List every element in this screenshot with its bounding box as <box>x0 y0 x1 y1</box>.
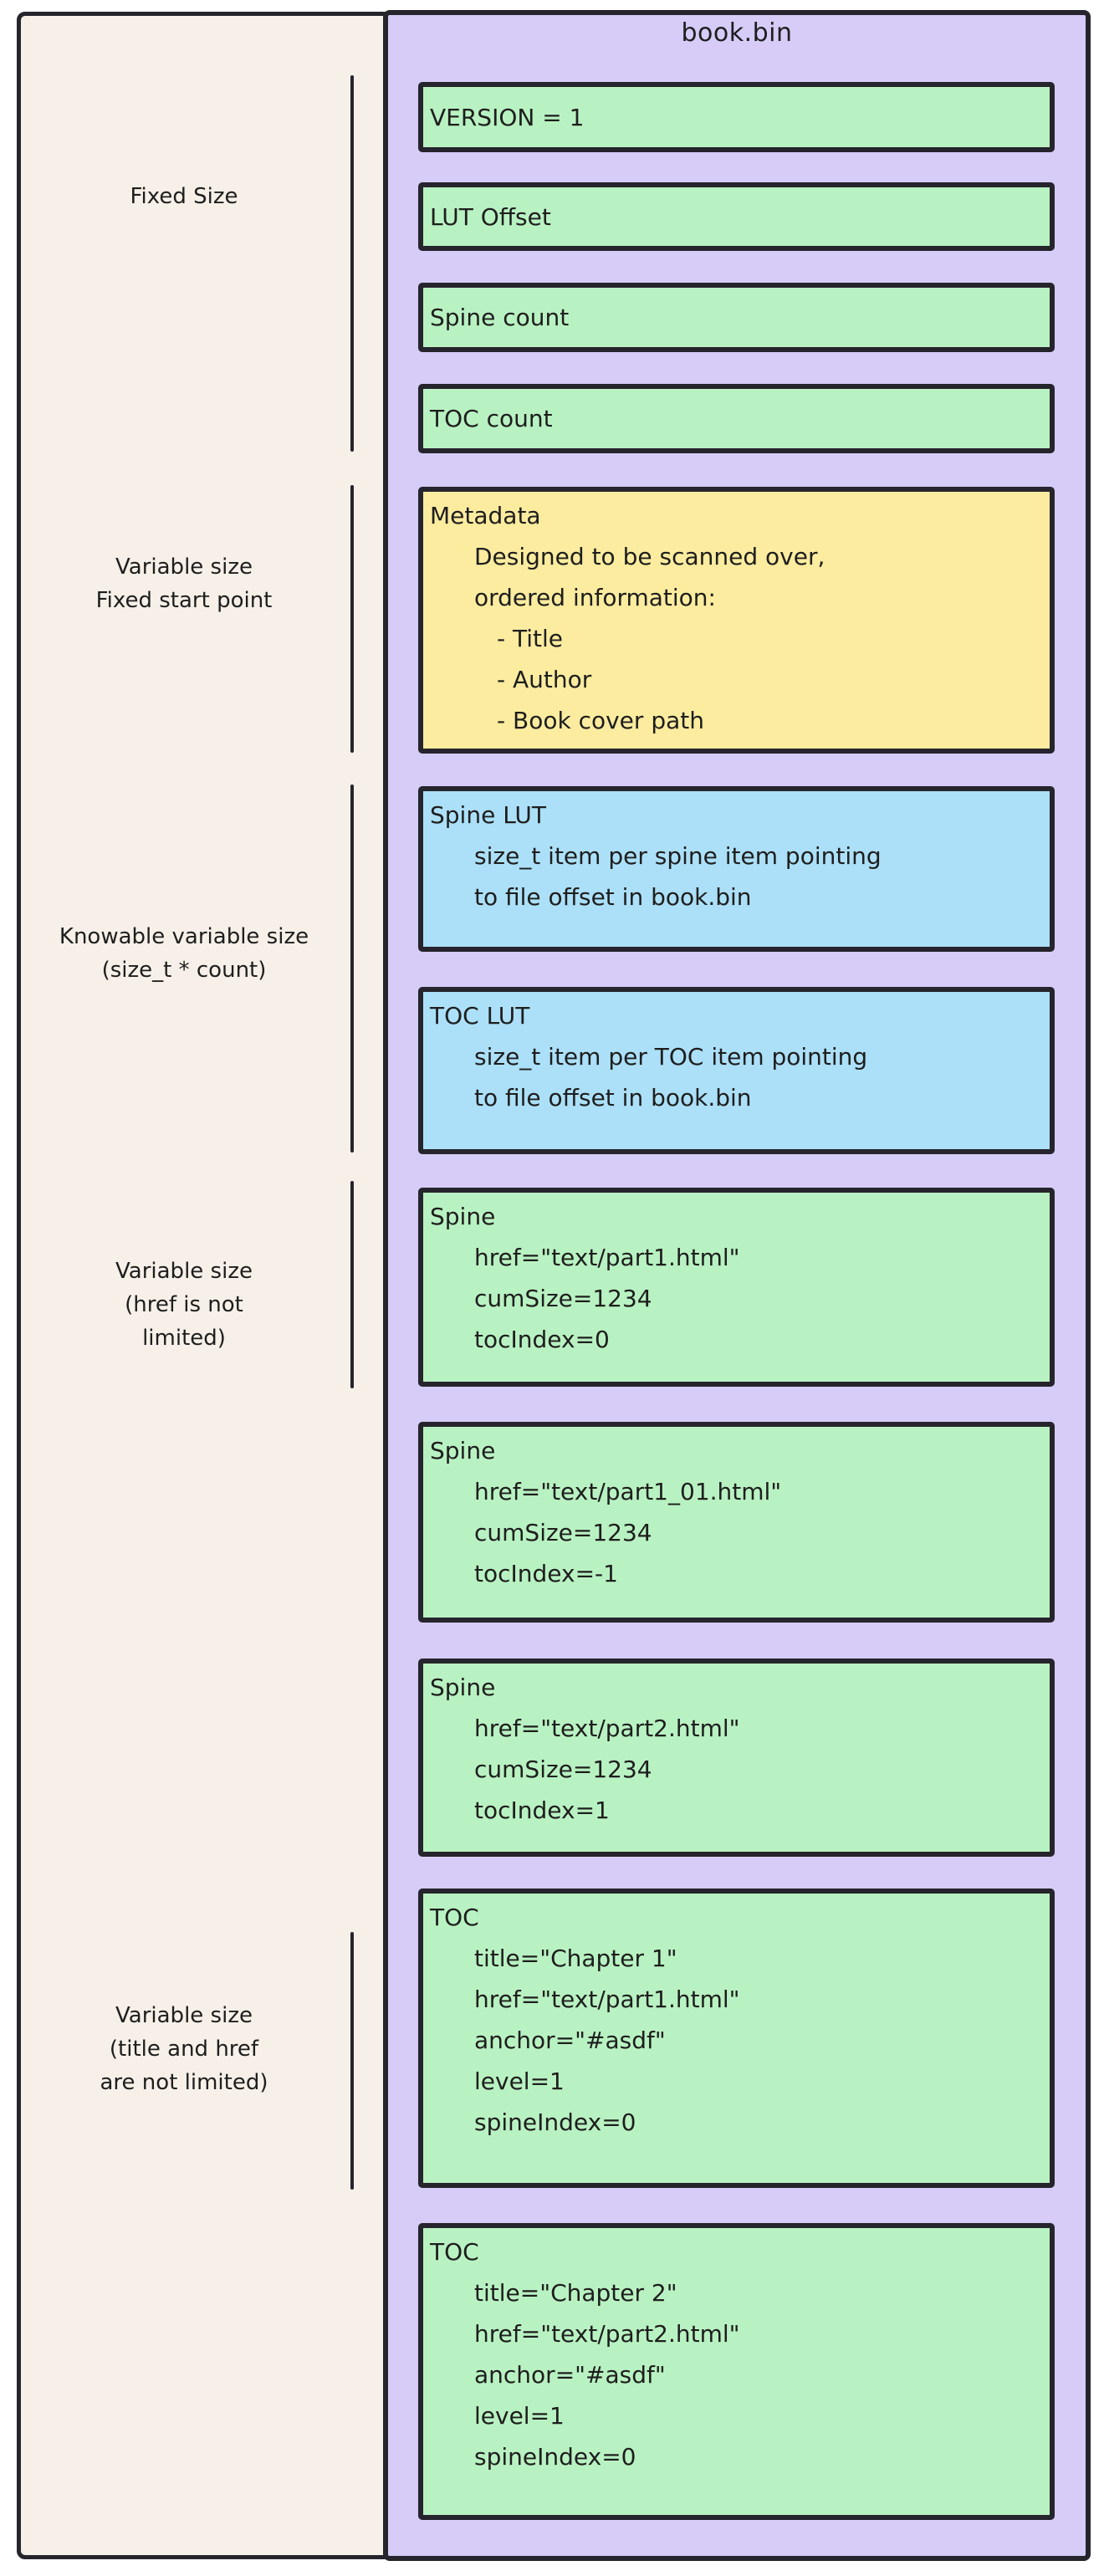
side-label-line: (size_t * count) <box>101 958 267 983</box>
block-line: size_t item per TOC item pointing <box>474 1043 868 1071</box>
block-line: Spine <box>430 1674 496 1701</box>
block-line: spineIndex=0 <box>474 2108 636 2136</box>
block-line: to file offset in book.bin <box>474 883 752 911</box>
block-line: href="text/part1.html" <box>474 1244 740 1271</box>
side-label-knowable-variable-size: Knowable variable size (size_t * count) <box>25 920 343 987</box>
block-line: Spine LUT <box>430 801 547 829</box>
version-field: VERSION = 1 <box>418 82 1055 152</box>
toc-lut-block: TOC LUT size_t item per TOC item pointing… <box>418 987 1055 1154</box>
block-line: LUT Offset <box>430 202 551 231</box>
block-line: href="text/part1_01.html" <box>474 1478 782 1505</box>
side-label-line: Variable size <box>115 555 253 580</box>
block-line: Designed to be scanned over, <box>474 543 825 570</box>
spine-entry-3: Spine href="text/part2.html" cumSize=1234 t… <box>418 1659 1055 1857</box>
block-line: TOC <box>430 2238 479 2266</box>
block-line: - Author <box>497 666 592 693</box>
block-line: tocIndex=-1 <box>474 1560 618 1587</box>
block-line: tocIndex=0 <box>474 1326 610 1353</box>
toc-entry-2: TOC title="Chapter 2" href="text/part2.htm… <box>418 2223 1055 2520</box>
side-label-line: Variable size <box>115 1259 253 1284</box>
block-line: anchor="#asdf" <box>474 2361 666 2389</box>
side-label-variable-size-title-href: Variable size (title and href are not limi… <box>25 1999 343 2099</box>
bracket-line-knowable-variable-size <box>350 785 354 1153</box>
block-line: Metadata <box>430 502 541 529</box>
block-line: - Title <box>497 625 564 652</box>
block-line: TOC <box>430 1904 479 1931</box>
block-line: cumSize=1234 <box>474 1285 652 1312</box>
block-line: size_t item per spine item pointing <box>474 842 882 870</box>
block-line: TOC count <box>430 405 553 432</box>
toc-count-field: TOC count <box>418 384 1055 453</box>
spine-entry-2: Spine href="text/part1_01.html" cumSize=12… <box>418 1422 1055 1623</box>
file-title: book.bin <box>681 18 793 48</box>
block-line: level=1 <box>474 2067 565 2095</box>
side-label-line: (href is not <box>125 1292 243 1317</box>
block-line: VERSION = 1 <box>430 103 585 131</box>
bracket-line-variable-size-fixed-start <box>350 485 354 753</box>
block-line: Spine <box>430 1437 496 1464</box>
side-label-line: are not limited) <box>100 2070 268 2095</box>
block-line: href="text/part1.html" <box>474 1986 740 2013</box>
block-line: title="Chapter 2" <box>474 2279 677 2307</box>
block-line: spineIndex=0 <box>474 2443 636 2471</box>
toc-entry-1: TOC title="Chapter 1" href="text/part1.htm… <box>418 1889 1055 2188</box>
bracket-line-fixed-size <box>350 75 354 452</box>
block-line: href="text/part2.html" <box>474 2320 740 2348</box>
block-line: anchor="#asdf" <box>474 2027 666 2054</box>
side-label-line: (title and href <box>109 2037 259 2062</box>
block-line: href="text/part2.html" <box>474 1715 740 1742</box>
bracket-line-variable-size-title-href <box>350 1932 354 2190</box>
spine-lut-block: Spine LUT size_t item per spine item poin… <box>418 786 1055 952</box>
block-line: title="Chapter 1" <box>474 1945 677 1972</box>
block-line: cumSize=1234 <box>474 1756 652 1783</box>
block-line: cumSize=1234 <box>474 1519 652 1546</box>
side-label-line: Fixed start point <box>95 588 273 613</box>
block-line: to file offset in book.bin <box>474 1084 752 1112</box>
side-label-line: Knowable variable size <box>59 924 309 949</box>
block-line: ordered information: <box>474 584 716 611</box>
block-line: TOC LUT <box>430 1002 530 1030</box>
bracket-line-variable-size-href <box>350 1181 354 1388</box>
spine-entry-1: Spine href="text/part1.html" cumSize=1234 t… <box>418 1188 1055 1387</box>
side-label-line: Variable size <box>115 2003 253 2028</box>
block-line: - Book cover path <box>497 707 704 734</box>
side-label-variable-size-href: Variable size (href is not limited) <box>25 1255 343 1355</box>
side-label-line: Fixed Size <box>130 184 238 209</box>
spine-count-field: Spine count <box>418 283 1055 352</box>
block-line: tocIndex=1 <box>474 1797 610 1824</box>
block-line: Spine count <box>430 304 570 331</box>
side-label-fixed-size: Fixed Size <box>25 180 343 213</box>
side-label-line: limited) <box>142 1326 226 1351</box>
block-line: Spine <box>430 1203 496 1230</box>
lut-offset-field: LUT Offset <box>418 182 1055 251</box>
block-line: level=1 <box>474 2402 565 2430</box>
